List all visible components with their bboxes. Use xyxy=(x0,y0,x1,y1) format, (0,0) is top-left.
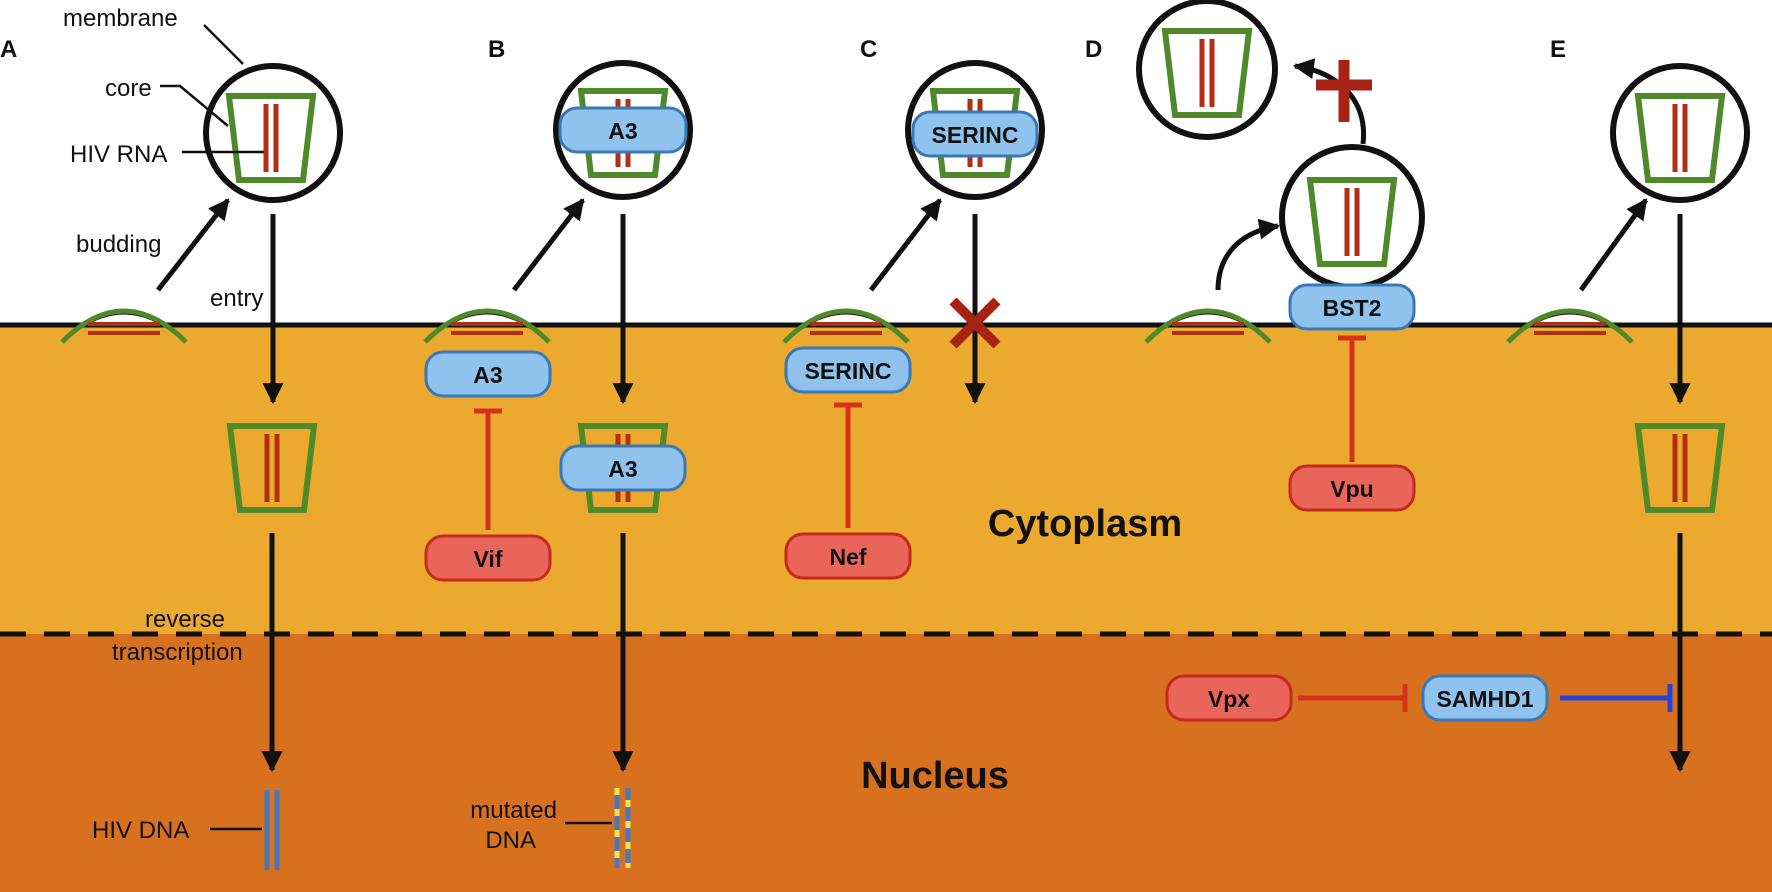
budding-arrow xyxy=(512,198,585,292)
nef-pill xyxy=(784,532,912,580)
block-cross-icon xyxy=(949,297,1001,349)
core-leader xyxy=(160,84,229,127)
budding-arrow xyxy=(156,198,230,292)
vpx-pill xyxy=(1165,674,1293,722)
budding-arrow xyxy=(1215,218,1281,291)
a3-cytoplasm-pill xyxy=(424,350,552,398)
serinc-cytoplasm-text: SERINC xyxy=(805,358,892,384)
dna-label: DNA xyxy=(485,827,536,854)
nef-text: Nef xyxy=(829,544,866,570)
panel-b: A3 A3 Vif A3 mutated DNA xyxy=(424,60,693,868)
panel-label-e: E xyxy=(1550,36,1566,63)
panel-c: SERINC SERINC Nef xyxy=(784,60,1045,580)
a3-in-core-pill xyxy=(559,444,687,492)
a3-in-core-text: A3 xyxy=(608,456,637,482)
entry-label: entry xyxy=(210,285,263,312)
bst2-pill xyxy=(1288,283,1416,331)
vpu-text: Vpu xyxy=(1330,476,1373,502)
nucleus-label: Nucleus xyxy=(861,755,1009,797)
panel-label-c: C xyxy=(860,36,877,63)
panel-label-d: D xyxy=(1085,36,1102,63)
serinc-cytoplasm-pill xyxy=(784,346,912,394)
mutated-label: mutated xyxy=(470,797,557,824)
samhd1-text: SAMHD1 xyxy=(1436,686,1533,712)
a3-in-virion-pill xyxy=(558,106,688,154)
budding-label: budding xyxy=(76,231,161,258)
vif-pill xyxy=(424,534,552,582)
core-label: core xyxy=(105,75,152,102)
budding-arrow xyxy=(869,198,942,292)
cytoplasm-label: Cytoplasm xyxy=(988,503,1182,545)
block-plus-icon xyxy=(1316,60,1372,122)
serinc-in-virion-text: SERINC xyxy=(932,122,1019,148)
membrane-label: membrane xyxy=(63,5,178,32)
vpx-text: Vpx xyxy=(1208,686,1250,712)
mutated-dna-strands xyxy=(614,788,631,868)
panel-a: membrane core HIV RNA budding entry reve… xyxy=(62,5,343,870)
transcription-label: transcription xyxy=(112,639,243,666)
membrane-leader xyxy=(203,24,244,65)
a3-cytoplasm-text: A3 xyxy=(473,362,502,388)
budding-arrow xyxy=(1578,198,1649,292)
panel-label-b: B xyxy=(488,36,505,63)
panel-d: BST2 Vpu xyxy=(1136,0,1425,512)
hiv-rna-label: HIV RNA xyxy=(70,141,167,168)
blocked-release-arrow xyxy=(1292,58,1367,145)
hiv-dna-label: HIV DNA xyxy=(92,817,189,844)
reverse-label: reverse xyxy=(145,606,225,633)
bst2-text: BST2 xyxy=(1323,295,1382,321)
samhd1-pill xyxy=(1421,674,1549,722)
vif-text: Vif xyxy=(474,546,503,572)
panel-e: Vpx SAMHD1 xyxy=(1165,63,1750,773)
serinc-in-virion-pill xyxy=(911,110,1039,158)
a3-in-virion-text: A3 xyxy=(608,118,637,144)
vpu-pill xyxy=(1288,464,1416,512)
panel-label-a: A xyxy=(0,36,17,63)
